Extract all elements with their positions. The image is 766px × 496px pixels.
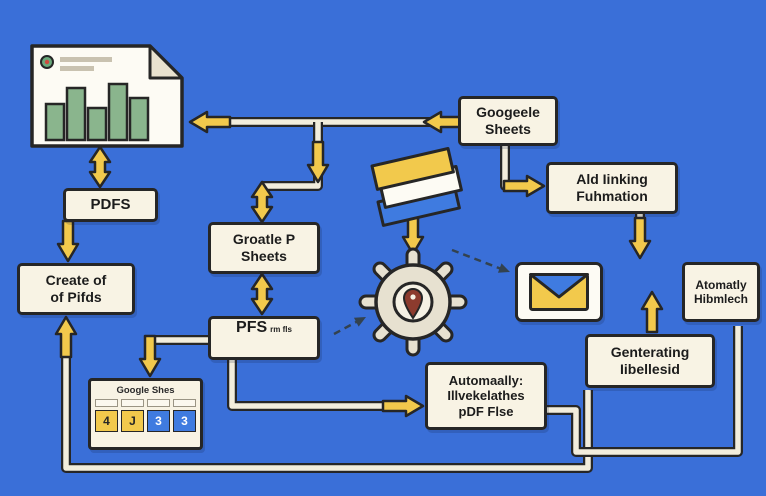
arrow-to-document: [188, 110, 232, 134]
connector-tracks: [61, 117, 743, 473]
map-pin-icon: [402, 288, 424, 320]
arrow-down-branch: [306, 140, 330, 184]
node-pfs-label: PFS: [236, 319, 268, 336]
node-genterating: Genterating Iibellesid: [585, 334, 715, 388]
arrow-document-pdfs: [88, 145, 112, 189]
node-automaally-line1: Automaally:: [448, 373, 524, 388]
spreadsheet-empty-row: [95, 399, 196, 408]
node-groatle-line1: Groatle P: [232, 231, 296, 248]
node-googeele-sheets: Googeele Sheets: [458, 96, 558, 146]
node-automaally-line3: pDF Flse: [458, 403, 514, 419]
node-pdfs: PDFS: [63, 188, 158, 222]
stacked-sheets-icon: [370, 147, 463, 227]
node-googeele-line2: Sheets: [485, 121, 531, 137]
arrow-genterating-up: [640, 290, 664, 334]
document-chart-icon: [30, 44, 184, 148]
spreadsheet-cell: 4: [95, 410, 118, 433]
node-pdfs-label: PDFS: [90, 196, 131, 214]
node-create-line2: of Pifds: [50, 289, 102, 305]
node-automaally: Automaally: Illvekelathes pDF Flse: [425, 362, 547, 430]
arrow-groatle-pfs: [250, 272, 274, 316]
spreadsheet-value-row: 4 J 3 3: [95, 410, 196, 433]
node-ald-linking: Ald Iinking Fuhmation: [546, 162, 678, 214]
spreadsheet-cell: 3: [147, 410, 170, 433]
node-atomatly-line1: Atomatly: [695, 277, 747, 292]
node-pfs-subtext: rm fls: [270, 325, 292, 334]
envelope-icon: [529, 273, 589, 311]
node-googeele-line1: Googeele: [476, 104, 540, 121]
node-create-pdfs: Create of of Pifds: [17, 263, 135, 315]
arrow-up-create: [54, 315, 78, 359]
node-pfs: PFS rm fls: [208, 316, 320, 360]
arrow-ald-down: [628, 216, 652, 260]
node-atomatly: Atomatly Hibmlech: [682, 262, 760, 322]
node-groatle-line2: Sheets: [241, 248, 287, 264]
node-ald-line2: Fuhmation: [576, 188, 648, 204]
spreadsheet-cell: J: [121, 410, 144, 433]
node-groatle-sheets: Groatle P Sheets: [208, 222, 320, 274]
node-envelope: [515, 262, 603, 322]
dashed-arrowhead-gear: [353, 317, 366, 327]
node-create-line1: Create of: [45, 272, 107, 289]
node-genterating-line2: Iibellesid: [620, 361, 680, 377]
node-genterating-line1: Genterating: [610, 344, 690, 361]
gear-icon: [358, 247, 468, 357]
spreadsheet-cell: 3: [173, 410, 196, 433]
arrow-pdfs-create: [56, 219, 80, 263]
node-automaally-line2: Illvekelathes: [447, 388, 525, 404]
node-atomatly-line2: Hibmlech: [693, 292, 748, 306]
arrow-into-automaally: [381, 394, 425, 418]
spreadsheet-title: Google Shes: [116, 385, 175, 396]
node-google-shes-spreadsheet: Google Shes 4 J 3 3: [88, 378, 203, 450]
dashed-arrowhead-envelope: [497, 263, 510, 273]
node-ald-line1: Ald Iinking: [576, 171, 648, 188]
dashed-arrows: [333, 248, 510, 336]
